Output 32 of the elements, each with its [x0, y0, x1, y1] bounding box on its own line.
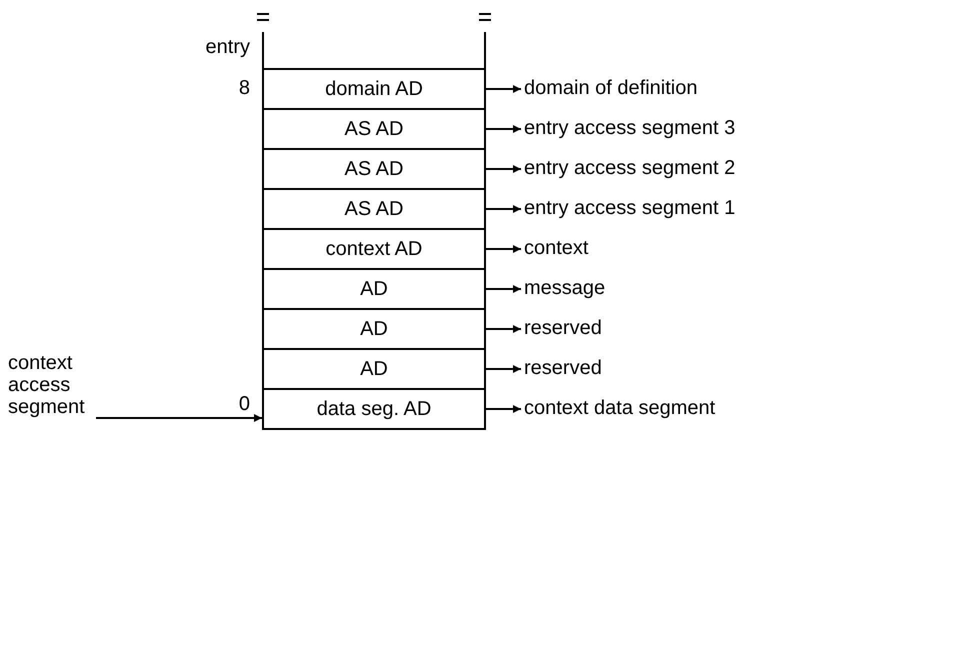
target-label: entry access segment 2	[524, 155, 736, 181]
memory-cell: AD	[262, 348, 486, 390]
memory-cell: domain AD	[262, 68, 486, 110]
arrow	[486, 125, 521, 133]
memory-cell: AS AD	[262, 108, 486, 150]
target-label: reserved	[524, 355, 602, 381]
row-offset: 8	[238, 76, 250, 100]
entry-label: entry	[206, 36, 250, 59]
target-label: context data segment	[524, 395, 716, 421]
arrow	[486, 205, 521, 213]
target-label: entry access segment 3	[524, 115, 736, 141]
memory-cell: AD	[262, 268, 486, 310]
target-label: domain of definition	[524, 75, 698, 101]
target-label: message	[524, 275, 606, 301]
arrow	[486, 245, 521, 253]
source-label: context access segment	[8, 352, 94, 418]
target-label: entry access segment 1	[524, 195, 736, 221]
row-offset: 0	[238, 392, 250, 416]
arrow	[486, 365, 521, 373]
memory-cell: AD	[262, 308, 486, 350]
arrow	[486, 85, 521, 93]
target-label: reserved	[524, 315, 602, 341]
memory-cell: AS AD	[262, 188, 486, 230]
arrow	[486, 165, 521, 173]
memory-cell: data seg. AD	[262, 388, 486, 430]
target-label: context	[524, 235, 588, 261]
arrow	[486, 285, 521, 293]
arrow	[486, 405, 521, 413]
memory-cell: AS AD	[262, 148, 486, 190]
memory-cell: context AD	[262, 228, 486, 270]
arrow	[96, 414, 262, 422]
arrow	[486, 325, 521, 333]
